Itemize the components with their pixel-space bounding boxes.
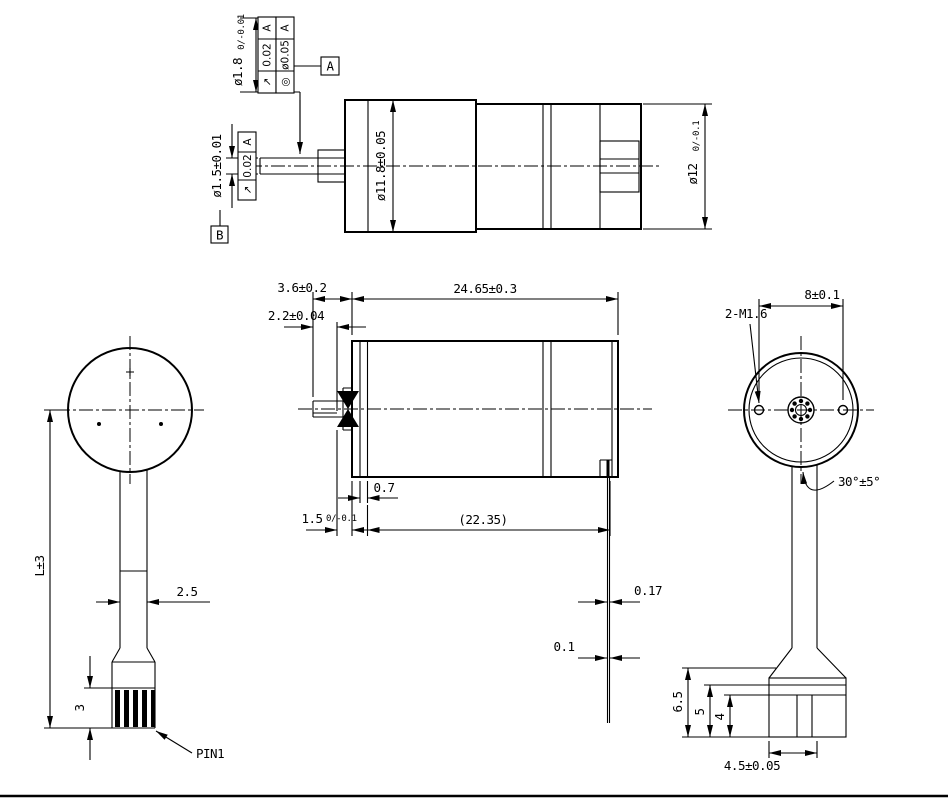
pinion-dia-tol: 0/-0.01 bbox=[237, 14, 247, 50]
fcf-concentricity: ◎ ø0.05 A bbox=[275, 16, 295, 94]
dim-body-dia: ø11.8±0.05 bbox=[373, 100, 396, 232]
fcf-runout: ↗ 0.02 A bbox=[257, 16, 277, 94]
thread-hole-right bbox=[837, 404, 849, 416]
dim-body-length: 24.65±0.3 bbox=[351, 281, 619, 335]
dim-lead-length: L±3 bbox=[32, 409, 112, 729]
thread-callout-label: 2-M1.6 bbox=[725, 306, 767, 321]
fcf-value: 0.02 bbox=[262, 43, 274, 66]
shaft-dia-label: ø1.5±0.01 bbox=[209, 134, 224, 197]
top-notch bbox=[126, 368, 134, 376]
output-shaft-outline bbox=[259, 149, 346, 183]
fpc-angle-label: 30°±5° bbox=[838, 474, 880, 489]
mounting-hole-left bbox=[97, 422, 101, 426]
connector-width-label: 4.5±0.05 bbox=[724, 758, 780, 773]
fcf-symbol: ↗ bbox=[262, 78, 274, 87]
connector-height-a-label: 6.5 bbox=[670, 691, 685, 712]
flat-length-label: 2.2±0.04 bbox=[268, 308, 324, 323]
mounting-hole-right bbox=[159, 422, 163, 426]
fcf-value: 0.02 bbox=[242, 154, 254, 177]
rear-view: 8±0.1 2-M1.6 30°±5° 6.5 5 4 bbox=[670, 287, 881, 773]
centerlines bbox=[56, 336, 204, 484]
lead-length-label: L±3 bbox=[32, 555, 47, 576]
fcf-value: ø0.05 bbox=[280, 40, 292, 70]
fpc-thickness-a-label: 0.17 bbox=[634, 583, 662, 598]
fpc-ribbon-rear bbox=[768, 465, 847, 738]
motor-can-outline bbox=[475, 103, 642, 230]
dim-ref-length: (22.35) bbox=[366, 481, 611, 536]
fcf-datum: A bbox=[242, 138, 254, 146]
dim-connector-heights: 6.5 5 4 bbox=[670, 667, 776, 738]
top-side-view: ø1.5±0.01 ↗ 0.02 A B ø1.8 0/-0.01 ↗ 0.02 bbox=[209, 14, 712, 244]
fpc-width-label: 2.5 bbox=[176, 584, 197, 599]
dim-rear-dia: ø12 0/-0.1 bbox=[643, 103, 712, 230]
fpc-edge-lines bbox=[606, 477, 611, 723]
dim-flat-length: 2.2±0.04 bbox=[268, 308, 366, 411]
rear-view-outline bbox=[743, 352, 859, 468]
datum-a-label: A bbox=[326, 59, 334, 74]
connector-contacts bbox=[115, 690, 155, 727]
body-outline bbox=[351, 340, 619, 478]
dim-plate-thickness: 0.7 bbox=[338, 480, 398, 503]
dim-connector-thickness: 3 bbox=[72, 656, 112, 760]
dim-fpc-thickness-a: 0.17 bbox=[578, 583, 663, 605]
connector-thickness-label: 3 bbox=[72, 704, 87, 711]
dim-hole-span: 8±0.1 bbox=[758, 287, 844, 400]
shaft-length-label: 3.6±0.2 bbox=[277, 280, 326, 295]
dim-connector-width: 4.5±0.05 bbox=[724, 741, 818, 773]
fcf-shaft-runout: ↗ 0.02 A bbox=[237, 131, 257, 201]
centerlines bbox=[728, 336, 874, 484]
fpc-thickness-b-label: 0.1 bbox=[553, 639, 574, 654]
body-dia-label: ø11.8±0.05 bbox=[373, 131, 388, 201]
rear-dia-tol: 0/-0.1 bbox=[692, 121, 702, 152]
dim-fpc-thickness-b: 0.1 bbox=[553, 639, 640, 661]
rear-dia-label: ø12 bbox=[685, 163, 700, 184]
rear-bearing-boss bbox=[787, 396, 815, 424]
plate-thickness-label: 0.7 bbox=[373, 480, 394, 495]
boss-length-tol: 0/-0.1 bbox=[326, 514, 357, 524]
fpc-angle-callout: 30°±5° bbox=[801, 471, 881, 491]
center-side-view: 24.65±0.3 3.6±0.2 2.2±0.04 0.7 1.5 0/-0.… bbox=[268, 280, 663, 723]
datum-b: B bbox=[210, 210, 229, 244]
fpc-ribbon-front bbox=[111, 470, 156, 729]
connector-height-c-label: 4 bbox=[712, 713, 727, 720]
fcf-symbol: ◎ bbox=[280, 77, 292, 86]
body-length-label: 24.65±0.3 bbox=[453, 281, 516, 296]
hole-span-label: 8±0.1 bbox=[804, 287, 839, 302]
pinion-section-upper bbox=[337, 391, 359, 409]
shaft-outline bbox=[312, 391, 359, 427]
rear-cover-outline bbox=[748, 357, 854, 463]
pin1-callout: PIN1 bbox=[155, 730, 225, 761]
datum-a: A bbox=[294, 56, 340, 76]
dim-shaft-length: 3.6±0.2 bbox=[277, 280, 352, 397]
thread-callout: 2-M1.6 bbox=[725, 306, 768, 404]
thread-hole-left bbox=[753, 404, 765, 416]
pinion-section-lower bbox=[337, 409, 359, 427]
pinion-dia-label: ø1.8 bbox=[230, 58, 245, 86]
boss-length-label: 1.5 bbox=[301, 511, 322, 526]
ref-length-label: (22.35) bbox=[458, 512, 507, 527]
fcf-datum: A bbox=[262, 24, 274, 32]
front-view: L±3 2.5 3 PIN1 bbox=[32, 336, 225, 761]
pin1-label: PIN1 bbox=[196, 746, 224, 761]
dim-fpc-width: 2.5 bbox=[96, 584, 210, 605]
datum-b-label: B bbox=[216, 228, 223, 243]
fcf-datum: A bbox=[280, 24, 292, 32]
dim-boss-length: 1.5 0/-0.1 bbox=[301, 430, 382, 536]
connector-height-b-label: 5 bbox=[692, 708, 707, 715]
fcf-symbol: ↗ bbox=[242, 186, 254, 195]
